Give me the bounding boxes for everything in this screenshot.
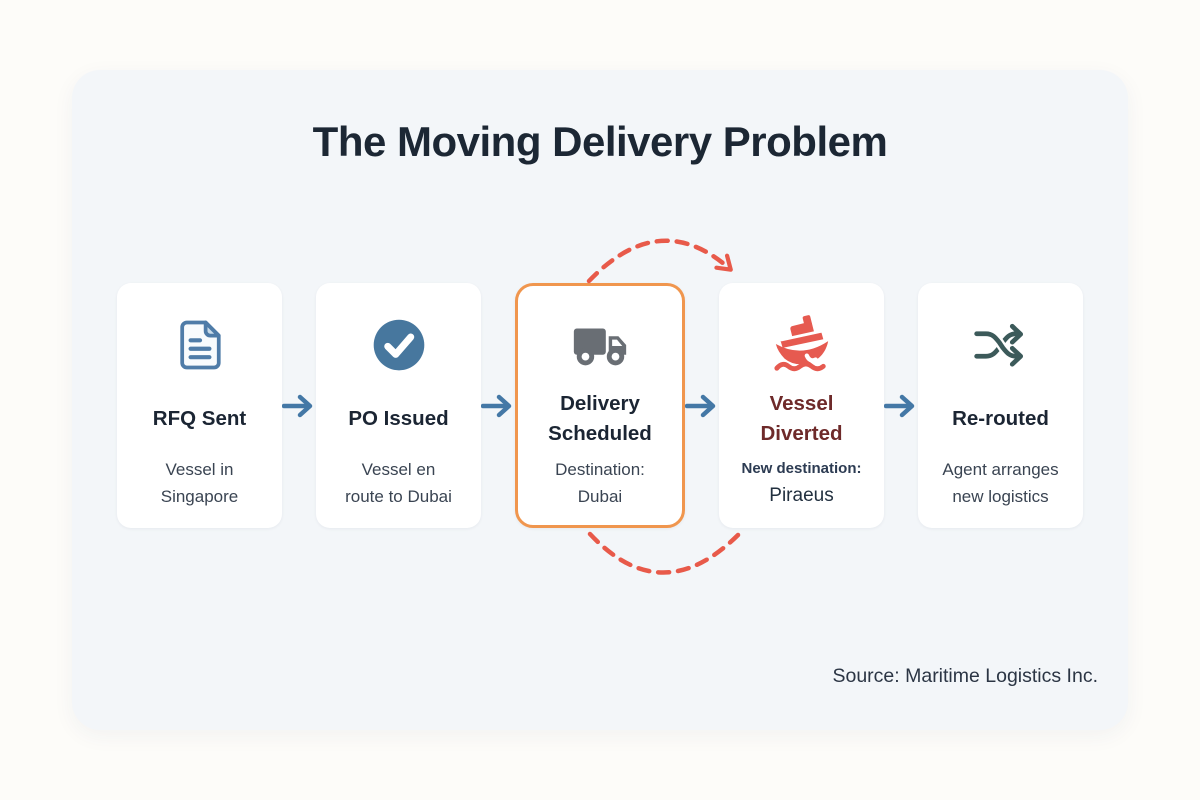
step-subtitle: Piraeus bbox=[769, 485, 834, 506]
step-card-delivery-scheduled: Delivery Scheduled Destination: Dubai bbox=[515, 283, 685, 528]
step-subtitle-heading: New destination: bbox=[741, 460, 862, 477]
ship-icon bbox=[771, 313, 833, 377]
source-note: Source: Maritime Logistics Inc. bbox=[832, 665, 1098, 687]
step-title: RFQ Sent bbox=[152, 407, 247, 430]
step-card-po-issued: PO Issued Vessel en route to Dubai bbox=[316, 283, 481, 528]
document-icon bbox=[170, 313, 230, 377]
check-circle-icon bbox=[369, 313, 429, 377]
truck-icon bbox=[569, 313, 631, 377]
step-subtitle: Destination: Dubai bbox=[555, 460, 645, 506]
flow-arrow-icon bbox=[282, 393, 316, 419]
step-subtitle: Vessel en route to Dubai bbox=[345, 460, 452, 506]
flow-arrow-icon bbox=[481, 393, 515, 419]
flow-arrow-icon bbox=[685, 393, 719, 419]
step-title: Re-routed bbox=[952, 407, 1049, 430]
shuffle-icon bbox=[971, 313, 1031, 377]
step-card-rfq-sent: RFQ Sent Vessel in Singapore bbox=[117, 283, 282, 528]
step-subtitle: Agent arranges new logistics bbox=[942, 460, 1059, 506]
page-title: The Moving Delivery Problem bbox=[312, 118, 888, 165]
step-card-vessel-diverted: Vessel Diverted New destination: Piraeus bbox=[719, 283, 884, 528]
flow-row: RFQ Sent Vessel in Singapore PO Issued V… bbox=[117, 283, 1083, 528]
step-subtitle: Vessel in Singapore bbox=[160, 460, 239, 506]
step-title: PO Issued bbox=[348, 407, 449, 430]
step-title: Vessel Diverted bbox=[760, 392, 843, 445]
step-card-re-routed: Re-routed Agent arranges new logistics bbox=[918, 283, 1083, 528]
flow-arrow-icon bbox=[884, 393, 918, 419]
step-title: Delivery Scheduled bbox=[548, 392, 652, 445]
